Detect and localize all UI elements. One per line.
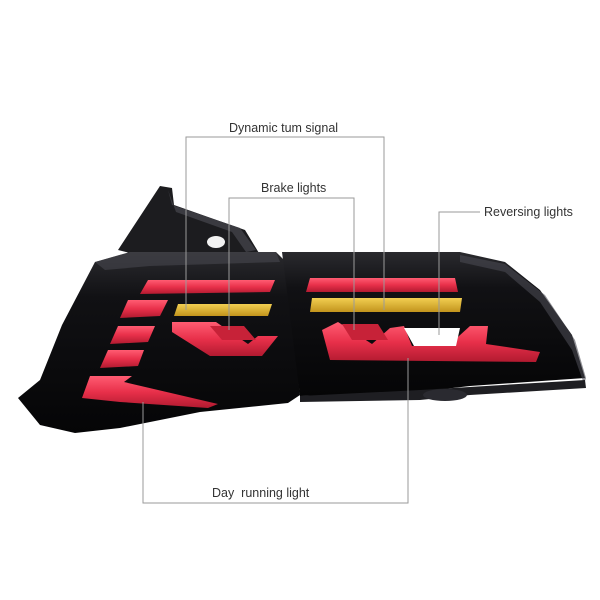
leader-lines	[142, 136, 480, 504]
red-wedge-bottom-left	[82, 376, 218, 408]
amber-bar-right	[310, 298, 462, 312]
red-bar-top-right	[306, 278, 458, 292]
mounting-bracket	[118, 186, 262, 262]
day-running-light-segments-right	[306, 278, 540, 362]
brake-lights-leader-line	[228, 197, 355, 330]
turn-signal-left	[174, 304, 272, 316]
inner-lamp-housing	[282, 252, 586, 402]
brake-light-left	[210, 326, 256, 340]
red-bar-4-left	[100, 350, 144, 368]
day-running-light-label: Day running light	[212, 486, 310, 500]
turn-signal-right	[310, 298, 462, 312]
red-bar-top-left	[140, 280, 275, 294]
red-bar-2-left	[120, 300, 168, 318]
red-chevron-right	[322, 322, 540, 362]
turn-signal-label: Dynamic tum signal	[229, 121, 339, 135]
day-running-light-leader-line	[142, 358, 409, 504]
red-bar-3-left	[110, 326, 155, 344]
turn-signal-leader-line	[185, 136, 385, 310]
brake-lights-label: Brake lights	[261, 181, 327, 195]
amber-bar-left	[174, 304, 272, 316]
reversing-lights-label: Reversing lights	[484, 205, 573, 219]
reversing-lights-leader-line	[438, 211, 480, 335]
reversing-light	[404, 328, 460, 346]
